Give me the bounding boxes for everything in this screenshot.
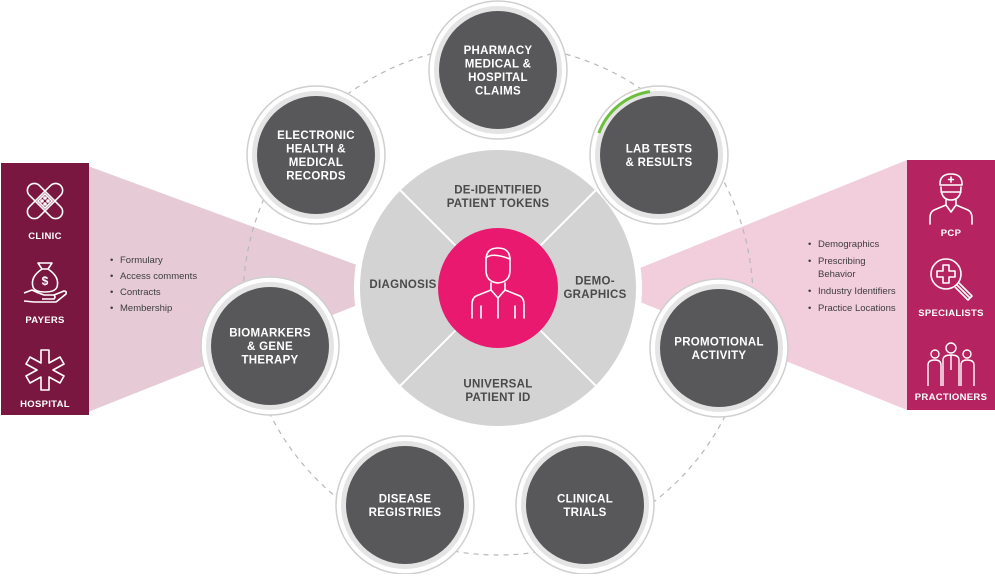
left-bullet-list: Formulary Access comments Contracts Memb… [110,254,220,318]
doctor-icon [929,173,973,225]
right-panel: PCP SPECIALISTS [907,160,995,410]
bandage-icon [26,182,64,220]
left-item-label: CLINIC [28,231,62,242]
lab-accent-arc [597,90,651,134]
node-fill [439,11,557,129]
left-item-clinic: CLINIC [1,177,89,242]
right-item-label: PRACTIONERS [914,392,988,403]
left-panel: CLINIC $ PAYERS HOSPITAL [1,163,89,415]
right-item-practioners: PRACTIONERS [907,340,995,403]
right-item-label: SPECIALISTS [918,308,984,319]
left-item-payers: $ PAYERS [1,257,89,326]
center-label-diagnosis: DIAGNOSIS [369,279,436,291]
list-item: Access comments [110,270,220,283]
svg-text:$: $ [42,274,49,288]
node-fill [526,446,644,564]
list-item: Industry Identifiers [808,285,896,298]
left-item-hospital: HOSPITAL [1,347,89,410]
center-core [438,228,558,348]
node-fill [346,446,464,564]
left-item-label: PAYERS [25,315,65,326]
list-item: Prescribing Behavior [808,255,896,281]
left-wedge [88,166,365,412]
list-item: Practice Locations [808,302,896,315]
node-fill [660,289,778,407]
right-item-pcp: PCP [907,170,995,239]
right-bullet-list: Demographics Prescribing Behavior Indust… [808,238,896,319]
left-item-label: HOSPITAL [20,399,70,410]
node-fill [600,96,718,214]
list-item: Formulary [110,254,220,267]
node-fill [211,287,329,405]
group-icon [927,342,975,386]
star-of-life-icon [25,349,65,391]
list-item: Membership [110,302,220,315]
magnifier-cross-icon [930,258,973,301]
person-icon [471,247,525,319]
node-lab: LAB TESTS& RESULTS [589,85,729,225]
right-item-label: PCP [940,228,962,239]
right-item-specialists: SPECIALISTS [907,256,995,319]
node-fill [257,96,375,214]
list-item: Demographics [808,238,896,251]
money-bag-icon: $ [23,262,68,303]
center-label-demographics: DEMO-GRAPHICS [563,275,626,301]
node-label: LAB TESTS& RESULTS [625,143,692,169]
right-wedge [640,160,907,410]
list-item: Contracts [110,286,220,299]
